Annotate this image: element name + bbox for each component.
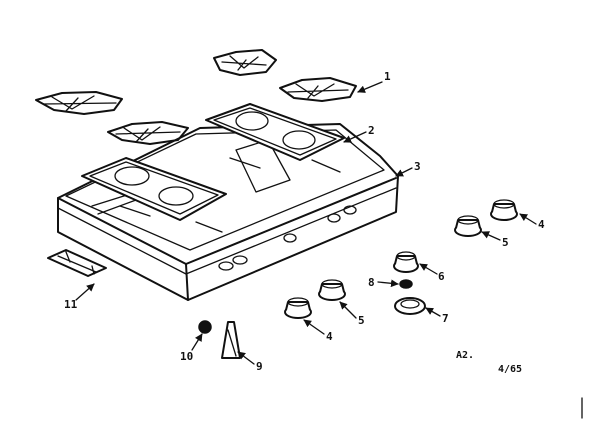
plug-10 <box>198 320 212 334</box>
callout-1: 1 <box>384 70 391 83</box>
control-knob-5-right <box>454 215 482 237</box>
cooktop-body <box>57 123 399 301</box>
sheet-code: A2. <box>456 350 474 361</box>
callout-4-right: 4 <box>538 218 545 231</box>
callout-7: 7 <box>442 312 449 325</box>
burner-grate-upper-right <box>279 77 357 102</box>
date-code: 4/65 <box>498 364 522 375</box>
callout-2: 2 <box>368 124 375 137</box>
burner-top-front <box>81 157 227 233</box>
burner-grate-top <box>213 49 277 76</box>
control-knob-5-left <box>318 279 346 301</box>
callout-3: 3 <box>414 160 421 173</box>
burner-grate-middle <box>107 121 189 145</box>
burner-grate-left <box>35 91 123 115</box>
callout-11: 11 <box>64 298 78 311</box>
valve-bracket <box>47 249 107 277</box>
callout-9: 9 <box>256 360 263 373</box>
spring-clip-8 <box>399 279 413 289</box>
callout-4-left: 4 <box>326 330 333 343</box>
control-knob-6 <box>393 251 419 273</box>
callout-5-right: 5 <box>502 236 509 249</box>
control-knob-4-left <box>284 297 312 319</box>
callout-6: 6 <box>438 270 445 283</box>
knob-skirt-7 <box>394 297 426 315</box>
callout-5-left: 5 <box>358 314 365 327</box>
burner-top-rear <box>205 103 345 173</box>
control-knob-4-right <box>490 199 518 221</box>
callout-10: 10 <box>180 350 193 363</box>
callout-8: 8 <box>368 276 375 289</box>
leader-lines <box>75 81 537 365</box>
wedge-bracket-9 <box>221 321 241 359</box>
